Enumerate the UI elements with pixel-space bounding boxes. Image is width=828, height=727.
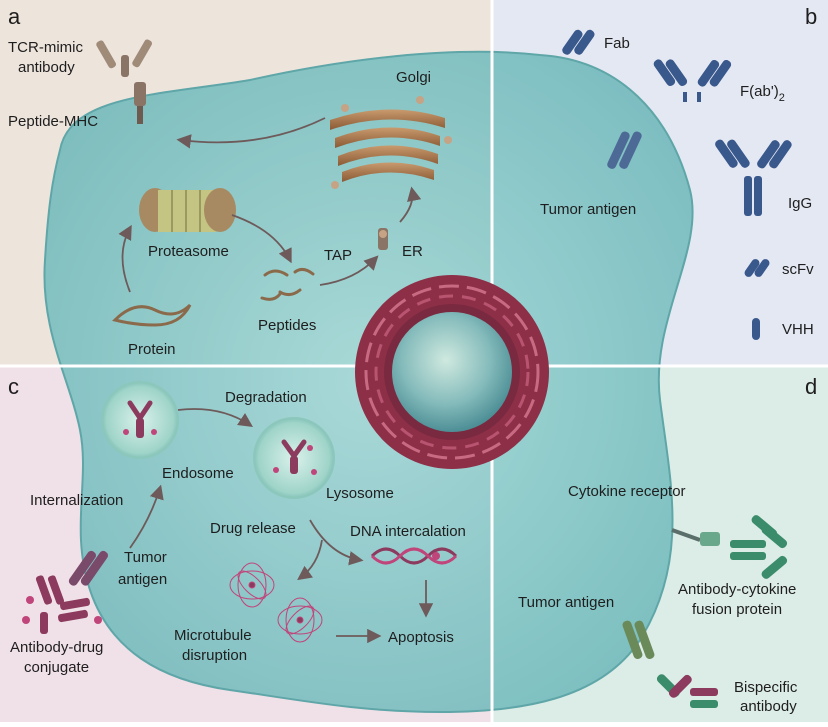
- panel-c-letter: c: [8, 374, 19, 399]
- er-receptor-icon: [378, 228, 388, 250]
- proteasome-label: Proteasome: [148, 243, 229, 260]
- peptide-mhc-icon: [134, 82, 146, 124]
- fab2-icon: [653, 59, 732, 102]
- degradation-label: Degradation: [225, 389, 307, 406]
- golgi-icon: [330, 96, 452, 189]
- lysosome-icon: [253, 417, 335, 499]
- cytokine-receptor-label: Cytokine receptor: [568, 483, 686, 500]
- fusion-protein-label-line2: fusion protein: [692, 601, 782, 618]
- internalization-arrow: [129, 484, 164, 549]
- fab-label: Fab: [604, 35, 630, 52]
- protein-to-proteasome-arrow: [118, 224, 132, 293]
- nucleus-icon: [355, 275, 549, 469]
- igg-label: IgG: [788, 195, 812, 212]
- tumor-antigen-d-icon: [622, 620, 655, 660]
- microtubule-label-line2: disruption: [182, 647, 247, 664]
- bispecific-label-line2: antibody: [740, 698, 797, 715]
- adc-label-line1: Antibody-drug: [10, 639, 103, 656]
- bispecific-label-line1: Bispecific: [734, 679, 798, 696]
- dna-intercalation-label: DNA intercalation: [350, 523, 466, 540]
- fusion-protein-icon: [730, 515, 788, 579]
- adc-icon: [22, 575, 102, 634]
- tumor-antigen-c-label-line2: antigen: [118, 571, 167, 588]
- tumor-antigen-d-label: Tumor antigen: [518, 594, 614, 611]
- fusion-protein-label-line1: Antibody-cytokine: [678, 581, 796, 598]
- adc-label-line2: conjugate: [24, 659, 89, 676]
- fab-icon: [562, 29, 595, 55]
- apoptosis-label: Apoptosis: [388, 629, 454, 646]
- proteasome-icon: [139, 188, 236, 232]
- lysosome-label: Lysosome: [326, 485, 394, 502]
- vhh-label: VHH: [782, 321, 814, 338]
- tumor-antigen-icon: [607, 131, 642, 169]
- dna-helix-icon: [370, 547, 458, 565]
- tcr-mimic-antibody-icon: [96, 39, 152, 77]
- endosome-label: Endosome: [162, 465, 234, 482]
- fab2-label-main: F(ab'): [740, 83, 779, 100]
- protein-label: Protein: [128, 341, 176, 358]
- panel-b-letter: b: [805, 4, 817, 29]
- tcr-mimic-label-line1: TCR-mimic: [8, 39, 83, 56]
- scfv-icon: [744, 259, 770, 277]
- tcr-mimic-label-line2: antibody: [18, 59, 75, 76]
- golgi-label: Golgi: [396, 69, 431, 86]
- panel-a-letter: a: [8, 4, 21, 29]
- peptides-to-er-arrow: [319, 255, 379, 286]
- vhh-icon: [752, 318, 760, 340]
- drug-release-label: Drug release: [210, 520, 296, 537]
- er-label: ER: [402, 243, 423, 260]
- microtubule-label-line1: Microtubule: [174, 627, 252, 644]
- golgi-to-membrane-arrow: [176, 117, 326, 149]
- peptides-icon: [260, 267, 315, 301]
- panel-a-arrows: [118, 117, 422, 293]
- tumor-antigen-b-label: Tumor antigen: [540, 201, 636, 218]
- bispecific-antibody-icon: [656, 674, 718, 708]
- proteasome-to-peptides-arrow: [231, 214, 292, 264]
- peptide-mhc-label: Peptide-MHC: [8, 113, 98, 130]
- release-to-dna-arrow: [309, 519, 364, 566]
- panel-d-letter: d: [805, 374, 817, 399]
- endosome-icon: [101, 381, 179, 459]
- microtubule-icon: [229, 562, 323, 643]
- tumor-antigen-c-label-line1: Tumor: [124, 549, 167, 566]
- er-to-golgi-arrow: [399, 186, 422, 223]
- protein-icon: [112, 303, 192, 327]
- fab2-label: F(ab')2: [740, 83, 785, 104]
- igg-icon: [715, 139, 792, 216]
- tumor-antigen-c-icon: [68, 550, 108, 586]
- tap-label: TAP: [324, 247, 352, 264]
- release-to-microtubule-arrow: [297, 539, 323, 581]
- internalization-label: Internalization: [30, 492, 123, 509]
- panel-c-arrows: [129, 408, 434, 644]
- peptides-label: Peptides: [258, 317, 316, 334]
- fab2-label-sub: 2: [779, 92, 785, 104]
- endosome-to-lysosome-arrow: [177, 408, 253, 427]
- scfv-label: scFv: [782, 261, 814, 278]
- cytokine-receptor-icon: [671, 528, 720, 546]
